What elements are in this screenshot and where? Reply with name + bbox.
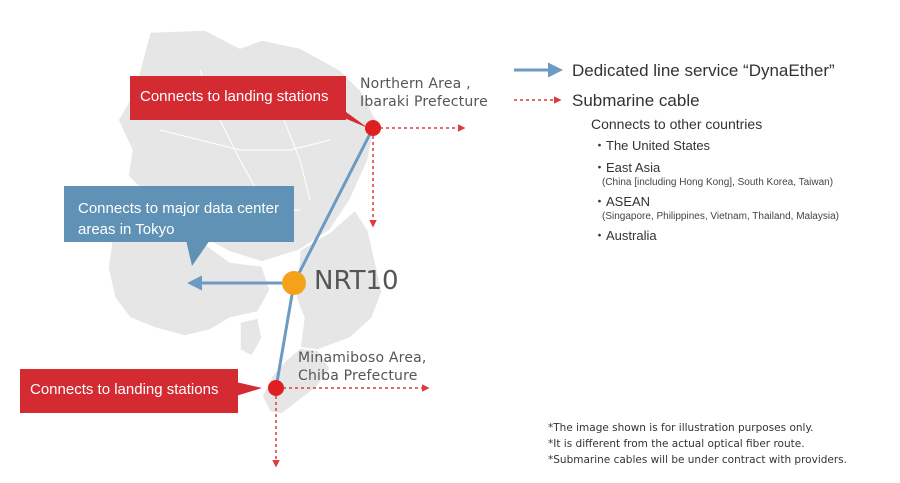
land-region-south: [261, 347, 331, 415]
callout-tokyo-text: Connects to major data center areas in T…: [78, 200, 279, 238]
callout-tokyo: Connects to major data center areas in T…: [64, 186, 294, 242]
country-detail: (Singapore, Philippines, Vietnam, Thaila…: [602, 211, 839, 222]
landing-station-north: [365, 120, 381, 136]
country-item: ・ASEAN: [593, 194, 651, 209]
country-item: ・East Asia: [593, 160, 661, 175]
legend-label-submarine: Submarine cable: [572, 91, 700, 110]
route-hub-to-south: [274, 282, 296, 389]
south-area-label: Minamiboso Area, Chiba Prefecture: [298, 350, 427, 384]
footnote: *Submarine cables will be under contract…: [548, 454, 847, 466]
north-area-label: Northern Area , Ibaraki Prefecture: [360, 76, 488, 110]
footnote: *It is different from the actual optical…: [548, 438, 805, 450]
callout-south-landing: Connects to landing stations: [20, 369, 238, 413]
route-hub-to-north: [292, 127, 375, 284]
callout-north-landing: Connects to landing stations: [130, 76, 346, 120]
legend: Dedicated line service “DynaEther” Subma…: [512, 56, 892, 116]
hub-label: NRT10: [314, 266, 399, 296]
country-item: ・The United States: [593, 138, 711, 153]
landing-station-south: [268, 380, 284, 396]
legend-item-dedicated: Dedicated line service “DynaEther”: [512, 56, 892, 86]
callout-north-landing-text: Connects to landing stations: [140, 88, 329, 105]
legend-item-submarine: Submarine cable: [512, 86, 892, 116]
country-item: ・Australia: [593, 228, 657, 243]
footnote: *The image shown is for illustration pur…: [548, 422, 814, 434]
callout-north-pointer: [330, 112, 368, 128]
callout-south-landing-text: Connects to landing stations: [30, 381, 219, 398]
callout-tokyo-pointer: [186, 240, 210, 266]
callout-south-pointer: [236, 382, 262, 396]
footnotes: *The image shown is for illustration pur…: [548, 420, 893, 468]
countries-list: Connects to other countries ・The United …: [591, 116, 891, 244]
legend-label-dedicated: Dedicated line service “DynaEther”: [572, 61, 835, 80]
nrt10-hub: [282, 271, 306, 295]
countries-title: Connects to other countries: [591, 116, 763, 132]
submarine-cable-routes: [272, 124, 466, 468]
dedicated-line-routes: [187, 127, 375, 389]
country-detail: (China [including Hong Kong], South Kore…: [602, 177, 834, 188]
land-region-miura: [239, 317, 263, 357]
land-region-east: [295, 208, 383, 351]
